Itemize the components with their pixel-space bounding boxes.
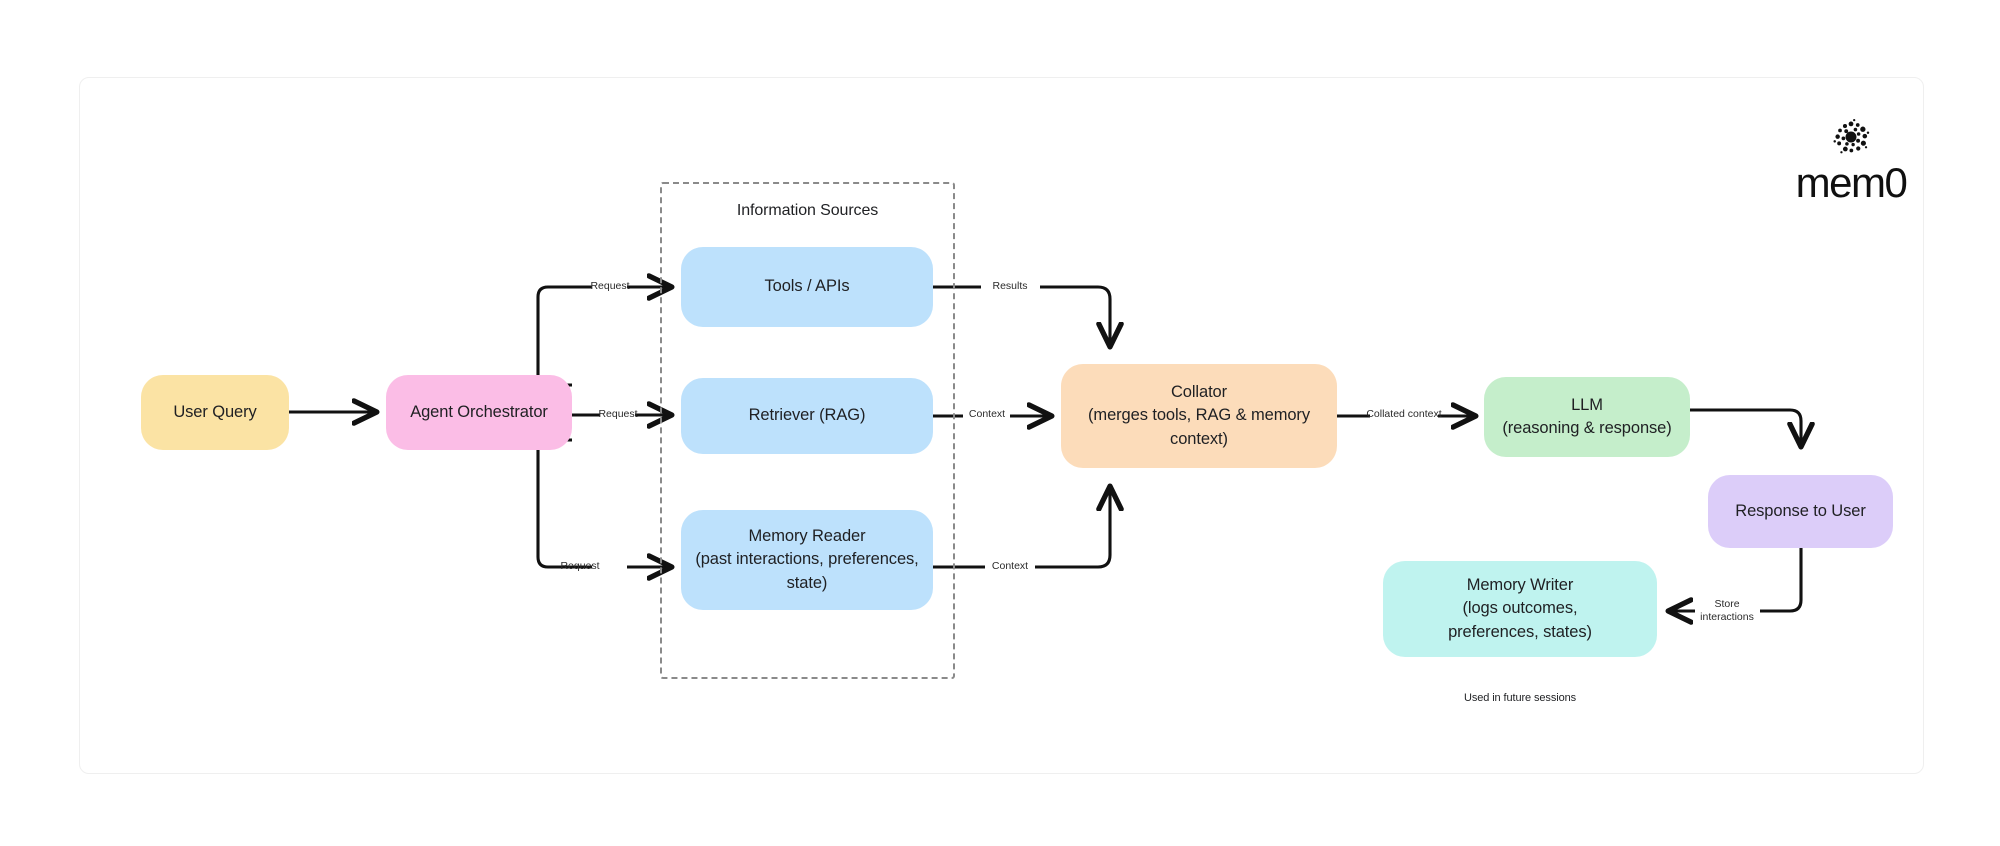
edge-label-request-memory: Request (560, 560, 600, 572)
brand-wordmark: mem0 (1795, 159, 1908, 206)
node-user-query[interactable]: User Query (141, 375, 289, 450)
node-agent-orchestrator[interactable]: Agent Orchestrator (386, 375, 572, 450)
note-used-in-future-sessions: Used in future sessions (1463, 692, 1577, 704)
node-retriever-rag[interactable]: Retriever (RAG) (681, 378, 933, 454)
brand-logo: mem0 (1781, 114, 1921, 204)
edge-label-request-tools: Request (590, 280, 630, 292)
information-sources-group (660, 182, 955, 679)
node-collator[interactable]: Collator (merges tools, RAG & memory con… (1061, 364, 1337, 468)
edge-label-results: Results (992, 280, 1028, 292)
edge-label-context-memory: Context (991, 560, 1029, 572)
edge-label-collated-context: Collated context (1366, 408, 1442, 420)
node-response-to-user[interactable]: Response to User (1708, 475, 1893, 548)
node-memory-writer[interactable]: Memory Writer (logs outcomes, preference… (1383, 561, 1657, 657)
node-tools-apis[interactable]: Tools / APIs (681, 247, 933, 327)
edge-label-store-interactions: Store interactions (1700, 598, 1754, 624)
information-sources-title: Information Sources (736, 202, 879, 219)
edge-label-context-retriever: Context (968, 408, 1006, 420)
edge-label-request-retriever: Request (598, 408, 638, 420)
node-llm[interactable]: LLM (reasoning & response) (1484, 377, 1690, 457)
node-memory-reader[interactable]: Memory Reader (past interactions, prefer… (681, 510, 933, 610)
mem0-dot-burst-icon (1833, 118, 1870, 154)
